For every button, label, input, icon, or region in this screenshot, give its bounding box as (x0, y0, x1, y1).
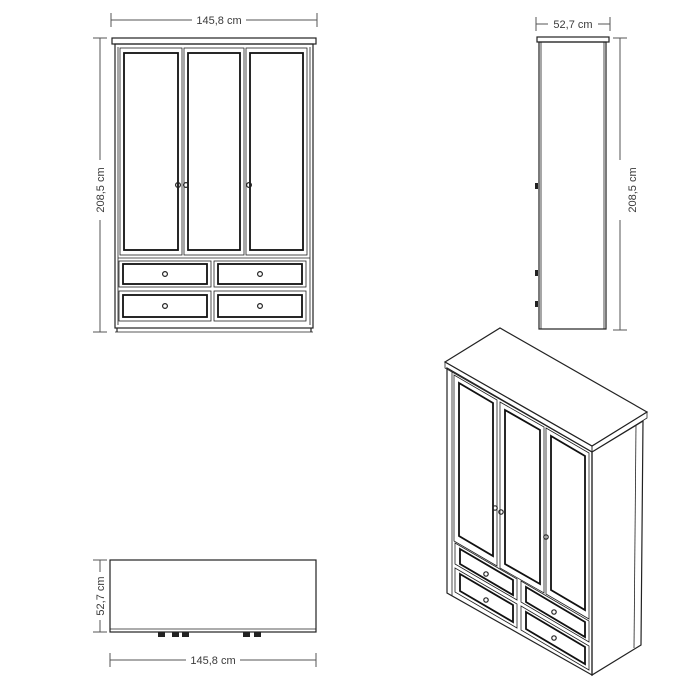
knob-icon (243, 632, 250, 637)
side-height-dimension: 208,5 cm (613, 37, 639, 331)
front-view: 145,8 cm 208,5 cm (93, 13, 318, 333)
knob-icon (182, 632, 189, 637)
front-height-label: 208,5 cm (95, 167, 107, 212)
front-height-dimension: 208,5 cm (93, 37, 107, 333)
drawer-knob-icon (162, 303, 169, 310)
door-knob-icon (492, 505, 498, 511)
door-knob-icon (183, 182, 190, 189)
iso-drawer-bottom-right (525, 610, 586, 666)
knob-icon (172, 632, 179, 637)
front-cabinet-body (114, 43, 314, 329)
perspective-view (443, 327, 649, 677)
door-knob-icon (543, 534, 549, 540)
iso-door-middle (504, 408, 541, 586)
side-top-cornice (536, 36, 610, 43)
front-door-middle (183, 47, 245, 256)
front-width-label: 145,8 cm (196, 15, 241, 27)
front-door-left (119, 47, 183, 256)
top-width-dimension: 145,8 cm (109, 653, 317, 667)
drawer-knob-icon (483, 571, 489, 577)
top-depth-dimension: 52,7 cm (93, 559, 107, 633)
side-handle-icon (535, 301, 538, 307)
top-outline (109, 559, 317, 633)
knob-icon (158, 632, 165, 637)
drawer-knob-icon (162, 271, 169, 278)
iso-door-right (550, 434, 586, 612)
iso-door-left (458, 381, 494, 558)
side-view: 52,7 cm 208,5 cm (535, 17, 639, 331)
front-drawer-bottom-right (213, 290, 307, 322)
drawer-knob-icon (483, 597, 489, 603)
iso-side-face (591, 419, 644, 677)
iso-drawer-top-right (525, 585, 586, 639)
top-depth-label: 52,7 cm (95, 576, 107, 615)
drawer-knob-icon (257, 271, 264, 278)
top-view: 52,7 cm 145,8 cm (93, 559, 317, 667)
front-drawer-top-right (213, 260, 307, 288)
side-handle-icon (535, 183, 538, 189)
side-panel (538, 41, 607, 330)
front-door-right (245, 47, 308, 256)
drawer-knob-icon (551, 609, 557, 615)
front-drawer-top-left (118, 260, 212, 288)
front-width-dimension: 145,8 cm (110, 13, 318, 27)
door-knob-icon (246, 182, 253, 189)
side-depth-dimension: 52,7 cm (535, 17, 611, 31)
drawer-knob-icon (551, 635, 557, 641)
top-width-label: 145,8 cm (190, 655, 235, 667)
drawer-knob-icon (257, 303, 264, 310)
door-knob-icon (175, 182, 182, 189)
iso-drawer-top-left (459, 547, 514, 597)
side-handle-icon (535, 270, 538, 276)
door-knob-icon (498, 509, 504, 515)
iso-drawer-bottom-left (459, 572, 514, 624)
side-height-label: 208,5 cm (627, 167, 639, 212)
knob-icon (254, 632, 261, 637)
side-depth-label: 52,7 cm (553, 19, 592, 31)
front-drawer-bottom-left (118, 290, 212, 322)
front-top-cornice (111, 37, 317, 45)
